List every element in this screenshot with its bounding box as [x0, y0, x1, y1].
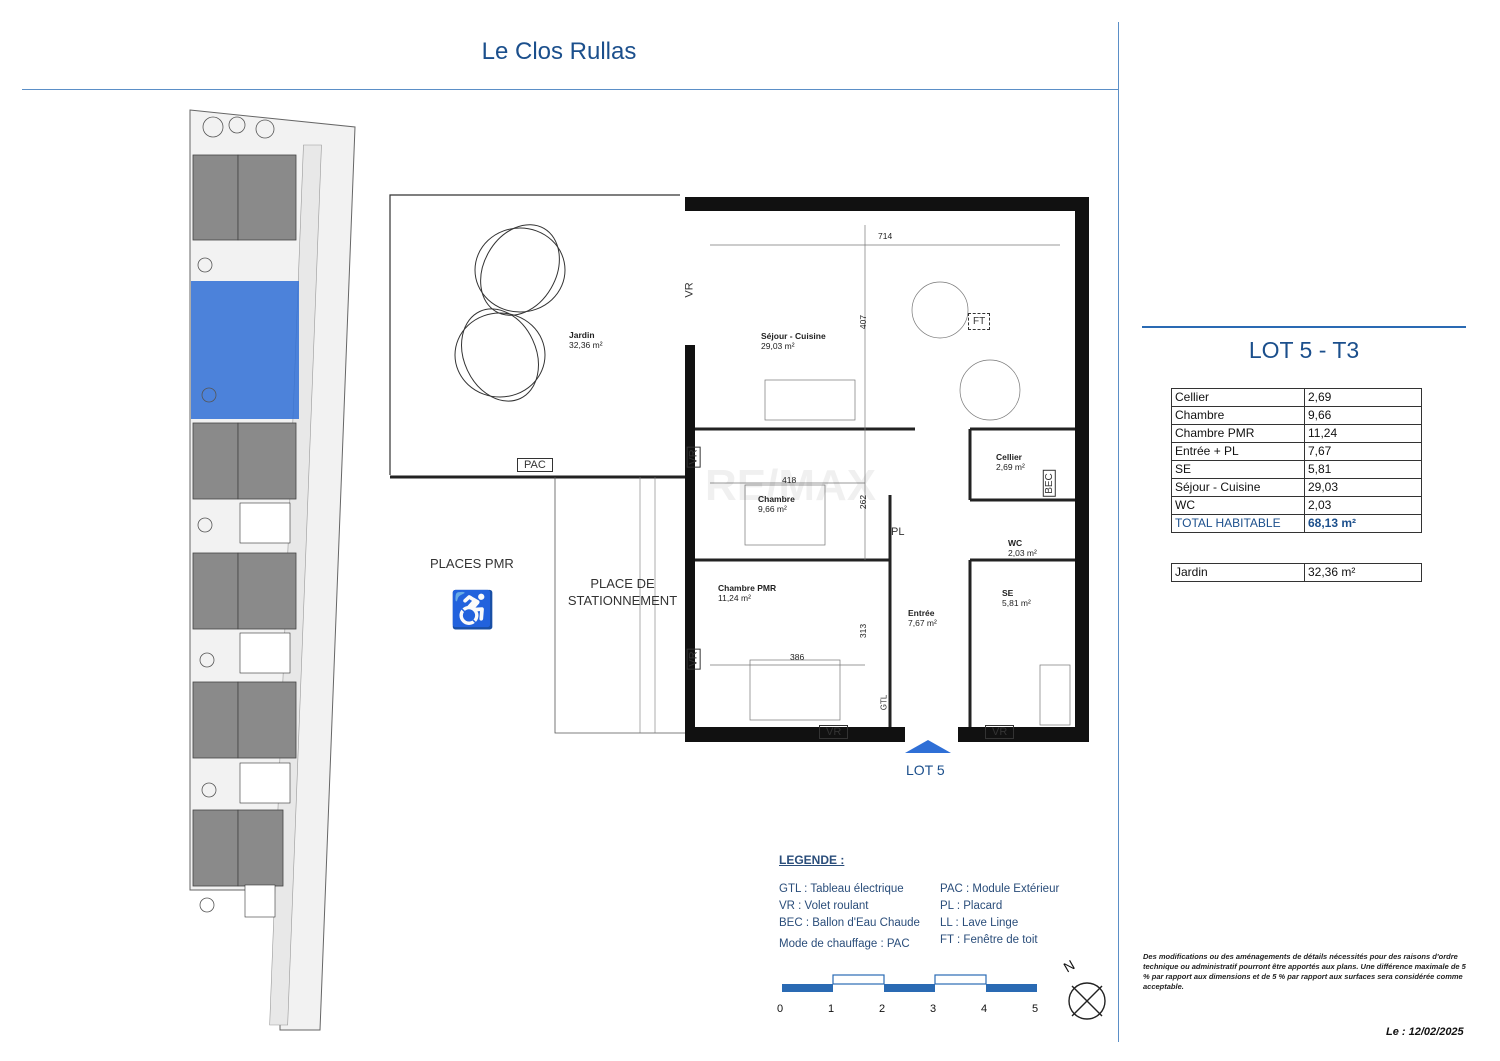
dimension-714: 714	[878, 231, 893, 241]
vr-tag-garden: VR	[683, 282, 696, 298]
wheelchair-icon: ♿	[450, 589, 495, 630]
scale-bar	[782, 974, 1037, 992]
dimension-313: 313	[858, 623, 869, 639]
lot-title: LOT 5 - T3	[1248, 337, 1360, 363]
pl-tag: PL	[891, 526, 905, 538]
lot-5-highlight	[191, 281, 299, 419]
entrance-marker	[905, 740, 951, 753]
panel-divider	[1118, 22, 1119, 1042]
north-label: N	[1060, 956, 1078, 976]
pac-tag: PAC	[517, 458, 553, 472]
site-mass-plan	[189, 109, 356, 1031]
gtl-tag: GTL	[879, 694, 889, 711]
plan-date: Le : 12/02/2025	[1386, 1026, 1464, 1038]
lot-title-rule	[1142, 326, 1466, 328]
legend-title: LEGENDE :	[779, 853, 845, 867]
legend-right: PAC : Module Extérieur PL : Placard LL :…	[940, 883, 1060, 946]
vr-tag-chambre: VR	[686, 446, 701, 468]
legend-left: GTL : Tableau électrique VR : Volet roul…	[779, 883, 920, 950]
dimension-407: 407	[858, 314, 869, 330]
dimension-418: 418	[782, 475, 797, 485]
bec-tag: BEC	[1042, 470, 1056, 497]
dimension-262: 262	[858, 494, 869, 510]
disclaimer-text: Des modifications ou des aménagements de…	[1143, 952, 1466, 991]
places-pmr-label: PLACES PMR	[430, 556, 514, 571]
vr-tag-south-2: VR	[985, 725, 1015, 739]
vr-tag-south-1: VR	[819, 725, 849, 739]
watermark: RE/MAX	[705, 461, 876, 510]
floor-plan: RE/MAX	[389, 194, 1089, 753]
ft-tag: FT	[968, 313, 991, 330]
lot-marker-label: LOT 5	[906, 762, 945, 778]
dimension-386: 386	[790, 652, 805, 662]
compass-icon	[1068, 982, 1106, 1020]
header-divider	[22, 89, 1118, 90]
vr-tag-chambre-pmr: VR	[686, 648, 701, 670]
page-title: Le Clos Rullas	[481, 38, 637, 65]
